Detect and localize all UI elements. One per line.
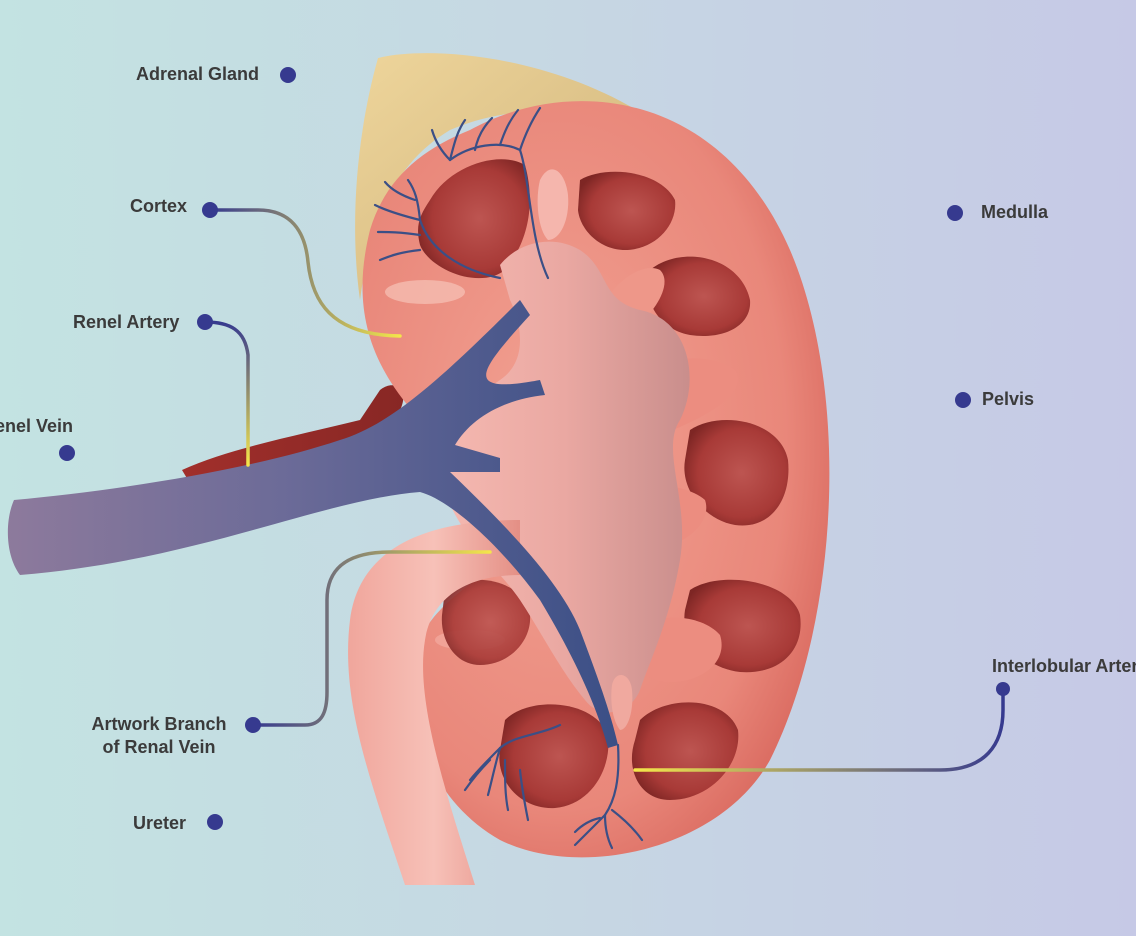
pointer-dot-renal-vein: [59, 445, 75, 461]
label-pelvis: Pelvis: [982, 388, 1034, 411]
label-branch-line-1: Artwork Branch: [86, 713, 232, 736]
pointer-dot-pelvis: [955, 392, 971, 408]
label-cortex: Cortex: [130, 195, 187, 218]
label-ureter: Ureter: [133, 812, 186, 835]
pointer-dot-interlobular: [996, 682, 1010, 696]
pointer-dot-ureter: [207, 814, 223, 830]
pointer-line-renal-artery: [205, 322, 248, 465]
pointer-dot-adrenal: [280, 67, 296, 83]
label-medulla: Medulla: [981, 201, 1048, 224]
cortex-highlight: [385, 280, 465, 304]
label-renal-artery: Renel Artery: [73, 311, 179, 334]
pointer-dot-cortex: [202, 202, 218, 218]
label-adrenal-gland: Adrenal Gland: [136, 63, 259, 86]
label-branch-line-2: of Renal Vein: [86, 736, 232, 759]
pointer-dot-renal-artery: [197, 314, 213, 330]
label-branch-renal-vein: Artwork Branch of Renal Vein: [86, 713, 232, 759]
pointer-dot-branch: [245, 717, 261, 733]
pointer-dot-medulla: [947, 205, 963, 221]
label-renal-vein: Renel Vein: [0, 415, 73, 438]
label-interlobular-artery: Interlobular Artery: [992, 655, 1136, 678]
